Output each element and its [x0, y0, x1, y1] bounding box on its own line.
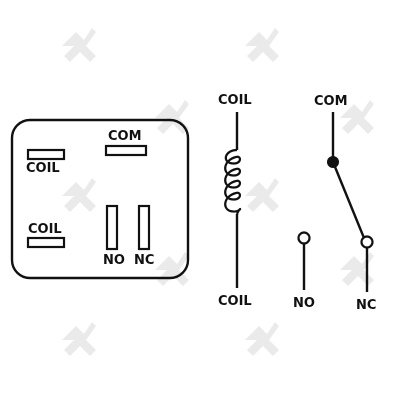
watermark-logo-icon [245, 322, 279, 356]
watermark-logo-icon [155, 252, 189, 286]
no-terminal-circle [297, 231, 311, 245]
watermark-logo-icon [340, 252, 374, 286]
pin-no [105, 204, 119, 251]
switch-schematic: COM NO NC [293, 94, 376, 313]
pin-com-label: COM [108, 129, 142, 144]
switch-arm [331, 161, 366, 239]
no-label: NO [293, 296, 315, 311]
watermark-logo-icon [62, 322, 96, 356]
pin-coil-top [26, 148, 66, 161]
watermark-logo-icon [340, 100, 374, 134]
pin-coil-bottom-label: COIL [28, 222, 62, 237]
nc-label: NC [356, 298, 376, 313]
relay-base-outline [10, 118, 190, 280]
com-label: COM [314, 94, 348, 109]
relay-base: COM COIL COIL NO NC [10, 118, 190, 280]
coil-top-label: COIL [218, 93, 252, 108]
watermark-logo-icon [62, 28, 96, 62]
coil-winding-icon [224, 148, 242, 215]
watermark-pattern [62, 28, 374, 356]
coil-bottom-label: COIL [218, 294, 252, 309]
pin-coil-bottom [26, 236, 66, 249]
pin-no-label: NO [103, 253, 125, 268]
pin-coil-top-label: COIL [26, 161, 60, 176]
watermark-logo-icon [245, 178, 279, 212]
watermark-logo-icon [62, 178, 96, 212]
pin-com [104, 144, 148, 157]
nc-terminal-circle [360, 235, 374, 249]
watermark-logo-icon [155, 100, 189, 134]
watermark-logo-icon [245, 28, 279, 62]
pin-nc-label: NC [134, 253, 154, 268]
pin-nc [137, 204, 151, 251]
coil-schematic: COIL COIL [218, 93, 252, 309]
